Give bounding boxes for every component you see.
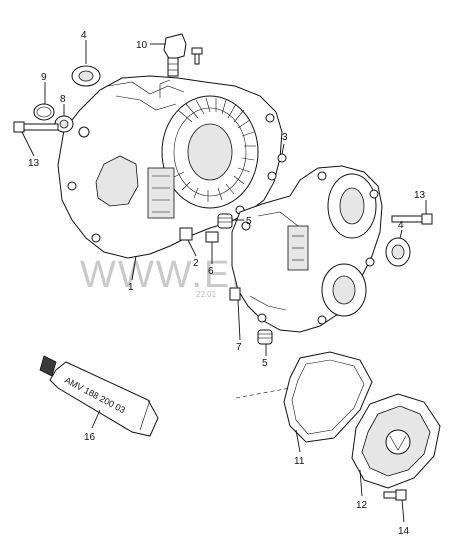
small-bolt-top [191, 47, 203, 65]
gearbox-housing [229, 165, 383, 333]
plug-6 [205, 231, 219, 243]
callout-9: 9 [41, 72, 47, 83]
callout-2: 2 [193, 258, 199, 269]
clutch-housing [57, 75, 283, 259]
sleeve-5b [257, 329, 273, 345]
callout-16: 16 [84, 432, 96, 443]
leader-lines [21, 40, 427, 523]
callout-10: 10 [136, 40, 148, 51]
callout-14: 14 [398, 526, 410, 537]
watermark-small: 22.01 [196, 290, 217, 299]
callout-11: 11 [294, 456, 305, 467]
plug-2 [179, 227, 193, 241]
callout-6: 6 [208, 266, 214, 277]
callout-3: 3 [282, 132, 288, 143]
callout-12: 12 [356, 500, 368, 511]
callout-8: 8 [60, 94, 66, 105]
callout-13: 13 [28, 158, 40, 169]
bolt-13a [13, 121, 59, 133]
assembly-dash-line [235, 387, 291, 399]
cover-12 [351, 393, 441, 489]
callout-7: 7 [236, 342, 242, 353]
plug-10 [163, 33, 187, 77]
callout-1: 1 [128, 282, 134, 293]
stud-3 [277, 153, 287, 163]
bolt-14 [383, 489, 407, 501]
callout-4-right: 4 [398, 220, 404, 231]
o-ring-9 [33, 103, 55, 121]
callout-5: 5 [246, 216, 252, 227]
callout-5-lower: 5 [262, 358, 268, 369]
bolt-13b [391, 213, 433, 225]
seal-ring-4b [385, 237, 411, 267]
callout-13-right: 13 [414, 190, 426, 201]
sealant-tube: AMV 188 200 03 [39, 355, 159, 437]
gasket-11 [283, 351, 373, 443]
callout-4: 4 [81, 30, 87, 41]
sleeve-5a [217, 213, 233, 229]
seal-ring-4a [71, 65, 101, 87]
